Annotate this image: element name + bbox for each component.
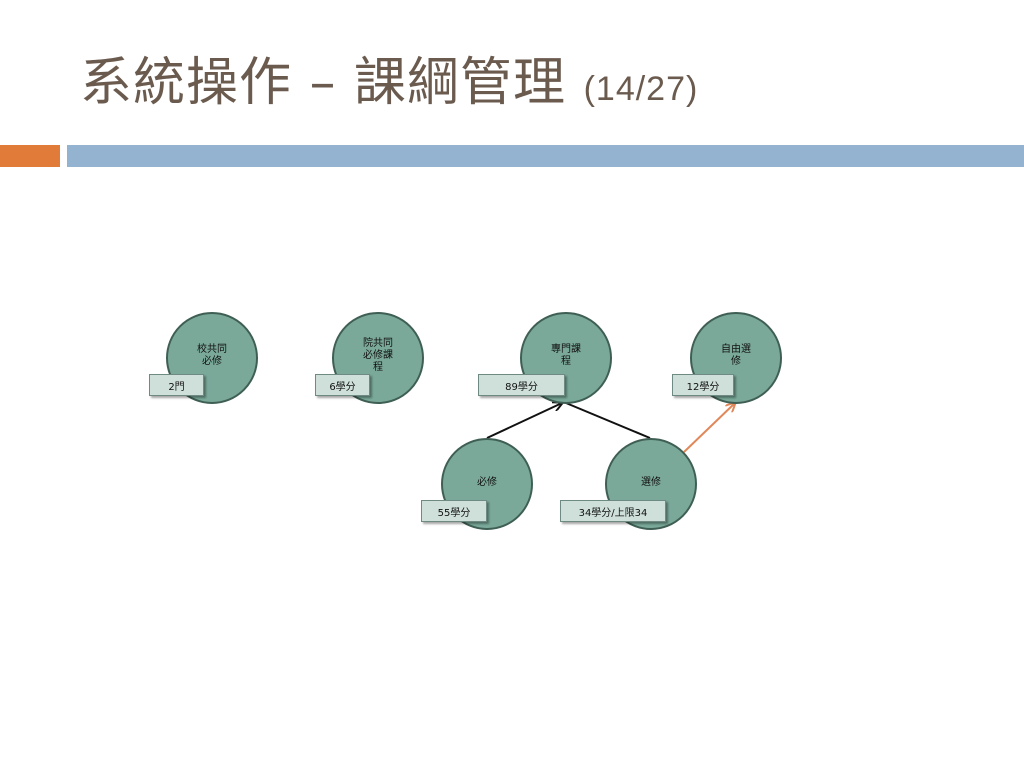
node-college-required-label: 院共同 必修課 程 (363, 338, 393, 373)
tag-college-required: 6學分 (315, 374, 370, 396)
tag-school-required: 2門 (149, 374, 204, 396)
tag-major-courses: 89學分 (478, 374, 565, 396)
node-elective-label: 選修 (641, 477, 661, 488)
accent-bar-orange (0, 145, 60, 167)
slide-title: 系統操作 – 課綱管理 (14/27) (80, 40, 698, 115)
node-school-required-label: 校共同 必修 (197, 344, 227, 367)
edge-required-to-major (486, 403, 562, 439)
accent-bar-blue (67, 145, 1024, 167)
edge-elective-to-major (565, 402, 651, 439)
tag-required: 55學分 (421, 500, 487, 522)
tag-elective: 34學分/上限34 (560, 500, 666, 522)
slide-page-indicator: (14/27) (583, 70, 699, 108)
edge-elective-to-free-elective (683, 403, 735, 453)
node-required-label: 必修 (477, 477, 497, 488)
node-major-courses-label: 專門課 程 (551, 344, 581, 367)
slide-title-main: 系統操作 – 課綱管理 (80, 53, 567, 113)
tag-free-elective: 12學分 (672, 374, 734, 396)
node-free-elective-label: 自由選 修 (721, 344, 751, 367)
